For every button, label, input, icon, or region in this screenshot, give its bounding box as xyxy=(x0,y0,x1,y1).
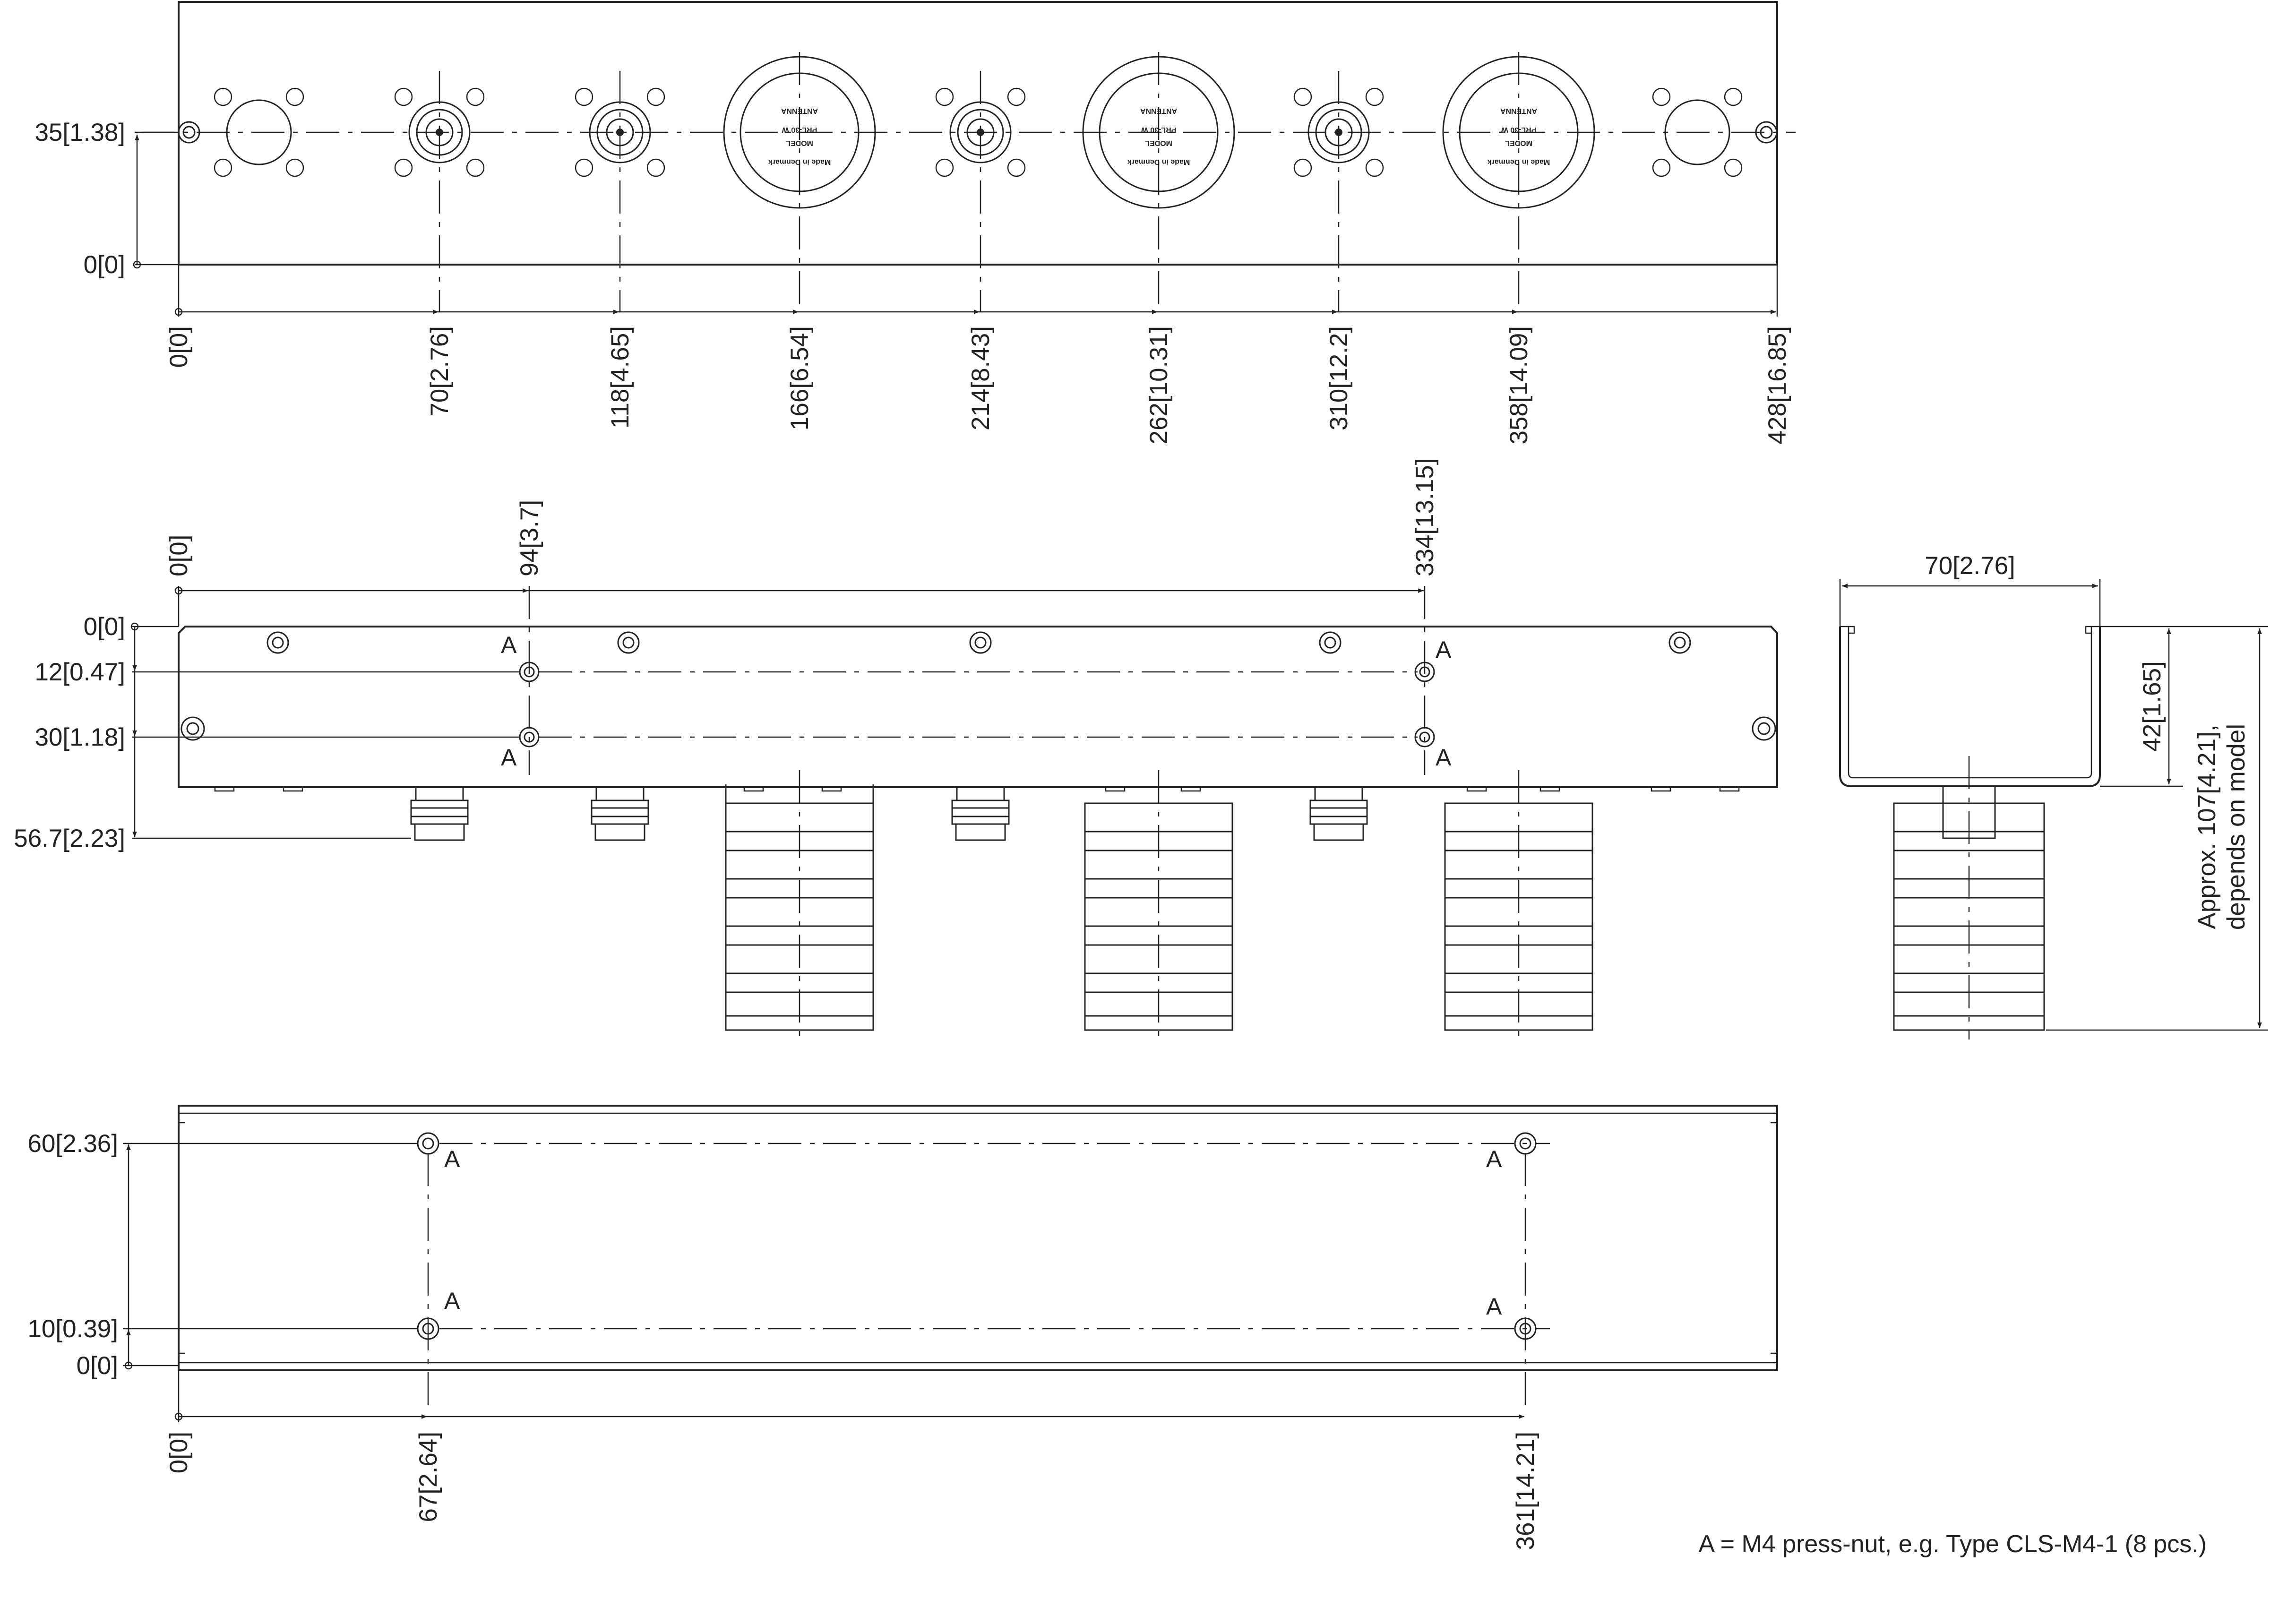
side-view-height-dimension: 42[1.65] Approx. 107[4.21], depends on m… xyxy=(2046,626,2268,1031)
dim-label: Approx. 107[4.21], xyxy=(2193,724,2221,929)
top-view: Made in Denmark MODEL PRL-30 W ANTENNA M… xyxy=(34,1,1796,445)
load-made-in-text: Made in Denmark xyxy=(1488,158,1550,166)
side-view-width-dimension: 70[2.76] xyxy=(1839,552,2101,627)
dim-label: 0[0] xyxy=(77,1352,118,1380)
dim-label: 67[2.64] xyxy=(414,1432,442,1522)
screw-icon xyxy=(1752,716,1776,741)
dim-label: 428[16.85] xyxy=(1763,326,1791,445)
dummy-load-icon: Made in Denmark MODEL PRL-30 W ANTENNA xyxy=(723,52,876,312)
dim-label: 12[0.47] xyxy=(34,658,125,686)
dim-label: 0[0] xyxy=(165,326,193,368)
n-connector-icon xyxy=(935,71,1026,312)
screw-icon xyxy=(969,631,992,654)
screw-icon xyxy=(267,631,289,654)
load-brand-text: ANTENNA xyxy=(1140,107,1177,115)
dim-label: 310[12.2] xyxy=(1325,326,1353,430)
dim-label: 166[6.54] xyxy=(786,326,814,430)
nut-marker: A xyxy=(1486,1293,1502,1320)
front-view-vertical-dimension: 0[0] 12[0.47] 30[1.18] 56.7[2.23] xyxy=(14,613,520,852)
screw-icon xyxy=(1668,631,1691,654)
dummy-load-heatsink-icon xyxy=(725,770,874,1040)
nut-marker: A xyxy=(1436,636,1452,663)
dim-label: 358[14.09] xyxy=(1505,326,1533,445)
dim-label: 214[8.43] xyxy=(967,326,995,430)
blank-port-icon xyxy=(1652,87,1743,177)
n-connector-icon xyxy=(394,71,485,312)
nut-marker: A xyxy=(501,744,517,771)
dummy-load-heatsink-icon xyxy=(1444,770,1593,1040)
n-connector-side-icon xyxy=(951,786,1010,841)
n-connector-side-icon xyxy=(591,786,649,841)
dim-label: 70[2.76] xyxy=(1925,552,2015,580)
press-nut-icon xyxy=(417,1132,439,1155)
load-rating-text: PRL-30 W xyxy=(1141,126,1177,134)
load-made-in-text: Made in Denmark xyxy=(768,158,831,166)
bottom-view-vertical-dimension: 60[2.36] 10[0.39] 0[0] xyxy=(27,1130,418,1380)
load-model-text: MODEL xyxy=(1505,139,1532,147)
load-rating-text: PRL-30 W xyxy=(782,126,817,134)
dim-label: 70[2.76] xyxy=(426,326,454,417)
dim-label: 0[0] xyxy=(84,251,125,279)
front-view-top-dimension: 0[0] 94[3.7] 334[13.15] xyxy=(165,458,1439,627)
screw-icon xyxy=(1319,631,1342,654)
n-connector-icon xyxy=(575,71,665,312)
dim-label: 42[1.65] xyxy=(2138,661,2166,752)
dim-label: 35[1.38] xyxy=(34,119,125,146)
bottom-view: A A A A 60[2.36] 10[0.39] 0[0] 0[0] 67[2… xyxy=(27,1105,1778,1550)
mount-screw-icon xyxy=(178,121,200,144)
side-view: 70[2.76] 42[1.65] Approx. 107[4.21], dep… xyxy=(1839,552,2268,1040)
dim-label: 56.7[2.23] xyxy=(14,825,125,852)
dim-label: depends on model xyxy=(2222,724,2250,930)
load-brand-text: ANTENNA xyxy=(781,107,818,115)
bottom-view-horizontal-dimension: 0[0] 67[2.64] 361[14.21] xyxy=(165,1370,1539,1550)
dim-label: 262[10.31] xyxy=(1145,326,1173,445)
nut-marker: A xyxy=(501,632,517,658)
dummy-load-heatsink-icon xyxy=(1084,770,1233,1040)
n-connector-icon xyxy=(1293,71,1384,312)
dummy-load-icon: Made in Denmark MODEL PRL-30 W ANTENNA xyxy=(1082,52,1235,312)
footnote-text: A = M4 press-nut, e.g. Type CLS-M4-1 (8 … xyxy=(1698,1530,2207,1558)
load-model-text: MODEL xyxy=(786,139,813,147)
front-view: A A A A xyxy=(14,458,1778,1040)
dim-label: 10[0.39] xyxy=(27,1315,118,1343)
side-view-housing xyxy=(1839,627,2101,787)
screw-icon xyxy=(181,716,205,741)
dim-label: 0[0] xyxy=(165,535,193,576)
dim-label: 0[0] xyxy=(165,1432,193,1473)
n-connector-side-icon xyxy=(1309,786,1368,841)
nut-marker: A xyxy=(1486,1146,1502,1172)
housing-feet xyxy=(214,787,1740,792)
nut-marker: A xyxy=(444,1146,460,1172)
top-view-vertical-dimension: 35[1.38] 0[0] xyxy=(34,119,179,279)
load-made-in-text: Made in Denmark xyxy=(1127,158,1190,166)
dim-label: 30[1.18] xyxy=(34,723,125,751)
top-view-horizontal-dimension: 0[0] 70[2.76] 118[4.65] 166[6.54] 214[8.… xyxy=(165,265,1791,445)
dim-label: 94[3.7] xyxy=(516,500,543,576)
dim-label: 334[13.15] xyxy=(1411,458,1439,576)
dim-label: 0[0] xyxy=(84,613,125,641)
dim-label: 60[2.36] xyxy=(27,1130,118,1158)
load-brand-text: ANTENNA xyxy=(1500,107,1537,115)
n-connector-side-icon xyxy=(410,786,469,841)
nut-marker: A xyxy=(444,1288,460,1314)
screw-icon xyxy=(617,631,640,654)
load-model-text: MODEL xyxy=(1145,139,1172,147)
front-view-housing xyxy=(178,626,1778,788)
nut-marker: A xyxy=(1436,744,1452,771)
load-rating-text: PRL-30 W xyxy=(1501,126,1537,134)
blank-port-icon xyxy=(214,87,304,177)
dummy-load-heatsink-icon xyxy=(1893,756,2045,1040)
mount-screw-icon xyxy=(1755,121,1778,144)
dim-label: 118[4.65] xyxy=(606,326,634,429)
dummy-load-icon: Made in Denmark MODEL PRL-30 W ANTENNA xyxy=(1442,52,1595,312)
dim-label: 361[14.21] xyxy=(1512,1432,1539,1550)
